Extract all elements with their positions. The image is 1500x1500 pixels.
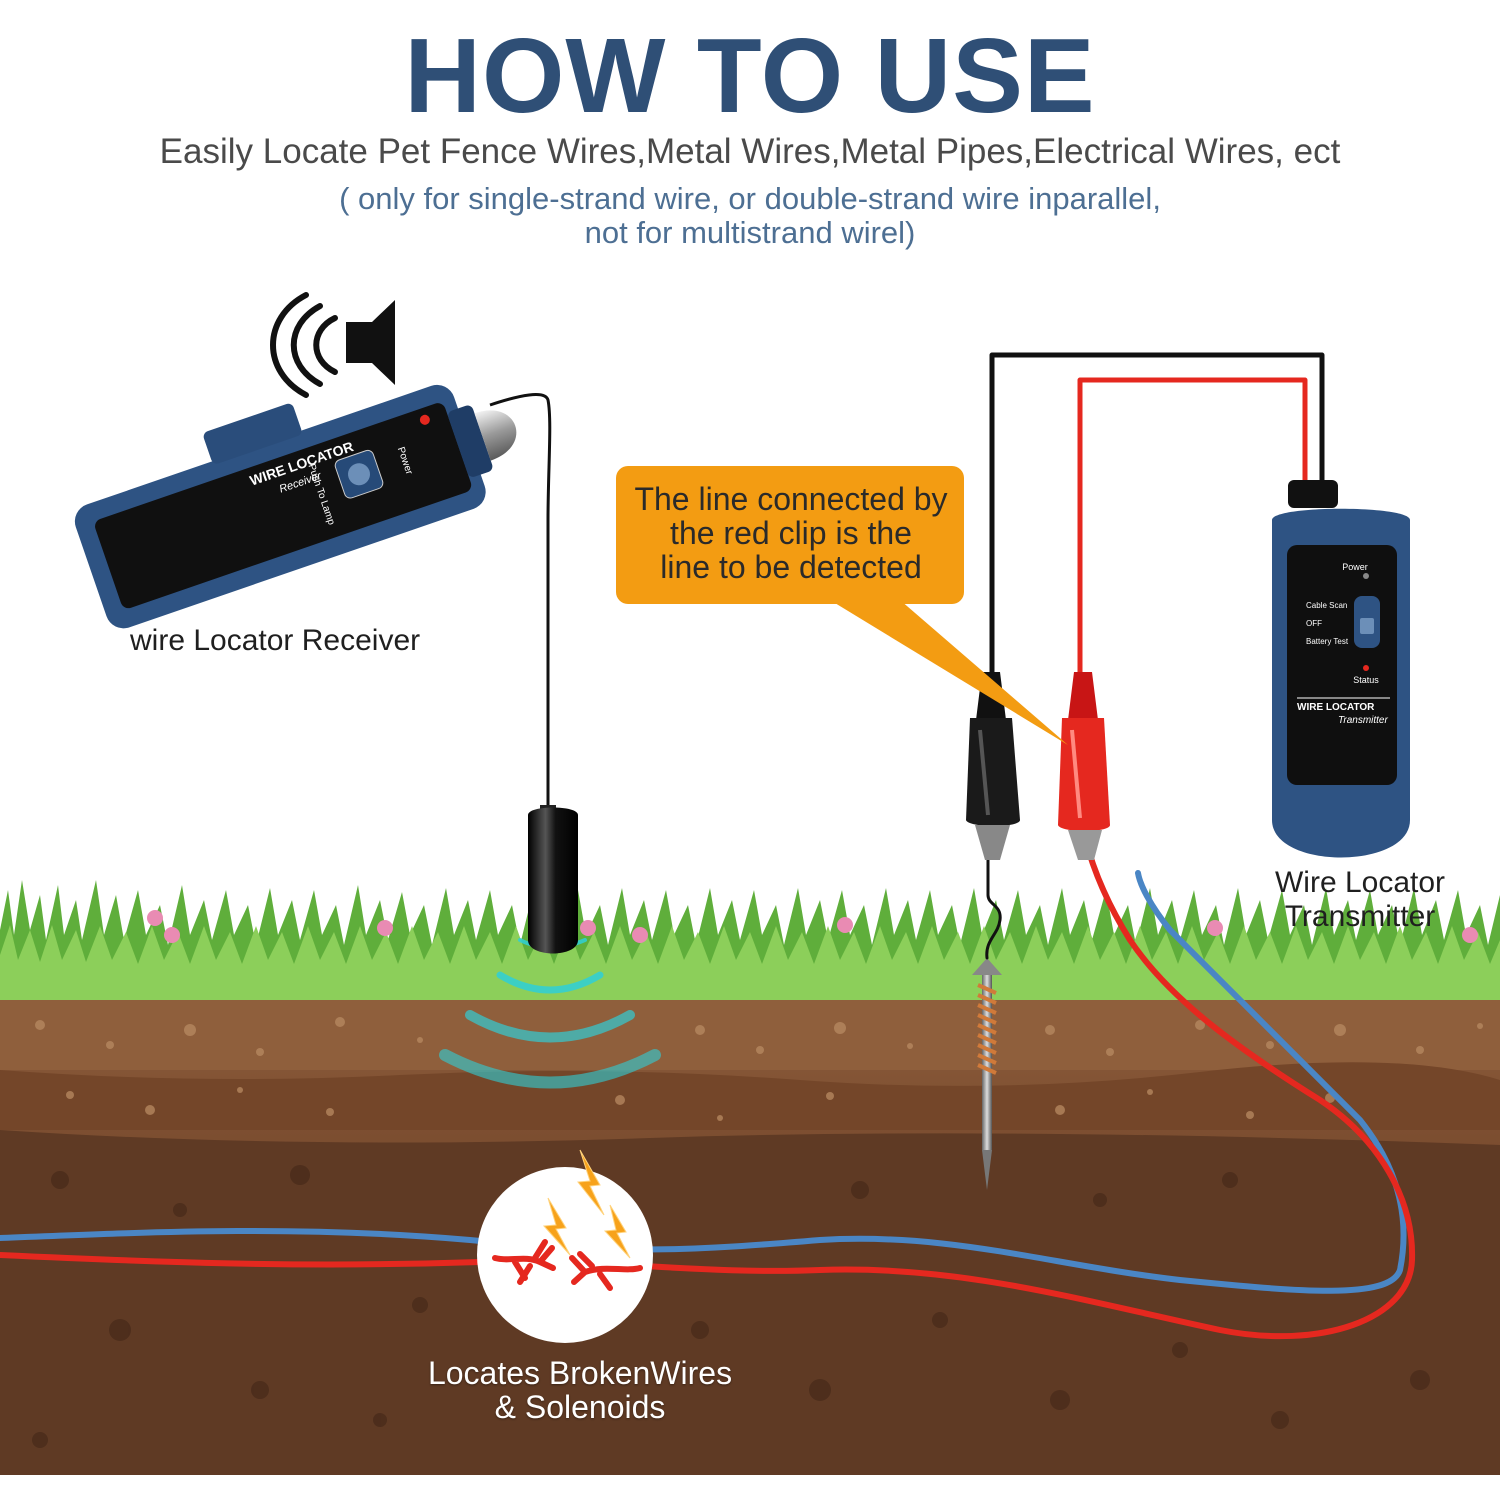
usage-note-line2: not for multistrand wirel) bbox=[584, 215, 916, 250]
speaker-icon bbox=[270, 292, 395, 398]
break-caption-line2: & Solenoids bbox=[494, 1389, 666, 1425]
page-title: HOW TO USE bbox=[404, 17, 1096, 135]
callout-line2: the red clip is the bbox=[670, 515, 912, 551]
mode-battery-test: Battery Test bbox=[1306, 637, 1349, 646]
break-point bbox=[477, 1167, 653, 1343]
break-caption-line1: Locates BrokenWires bbox=[427, 1355, 733, 1391]
transmitter-caption-line1: Wire Locator bbox=[1274, 866, 1446, 899]
red-clip bbox=[1058, 672, 1110, 860]
ground-stake bbox=[972, 958, 1002, 1190]
transmitter-leads bbox=[985, 352, 1325, 960]
transmitter-power-label: Power bbox=[1342, 562, 1368, 572]
callout-box bbox=[616, 466, 1068, 745]
mode-off: OFF bbox=[1306, 619, 1322, 628]
transmitter-model: Transmitter bbox=[1338, 715, 1388, 726]
transmitter-caption-line2: Transmitter bbox=[1284, 900, 1436, 933]
transmitter-status-label: Status bbox=[1353, 675, 1379, 685]
lightning-icon bbox=[542, 1149, 631, 1259]
receiver-caption: wire Locator Receiver bbox=[130, 624, 421, 657]
grass bbox=[0, 880, 1500, 1000]
callout-line3: line to be detected bbox=[660, 549, 922, 585]
transmitter-device: Power Cable Scan OFF Battery Test Status… bbox=[1272, 480, 1410, 858]
mode-cable-scan: Cable Scan bbox=[1306, 601, 1347, 610]
receiver-device: WIRE LOCATOR Receiver Power Push To Lamp bbox=[74, 384, 517, 629]
page-subtitle: Easily Locate Pet Fence Wires,Metal Wire… bbox=[159, 132, 1341, 171]
soil bbox=[0, 985, 1500, 1475]
callout-line1: The line connected by bbox=[634, 481, 948, 517]
buried-wires bbox=[0, 835, 1416, 1340]
transmitter-brand: WIRE LOCATOR bbox=[1297, 702, 1375, 713]
usage-note-line1: ( only for single-strand wire, or double… bbox=[339, 181, 1161, 216]
receiver-probe bbox=[489, 393, 578, 954]
